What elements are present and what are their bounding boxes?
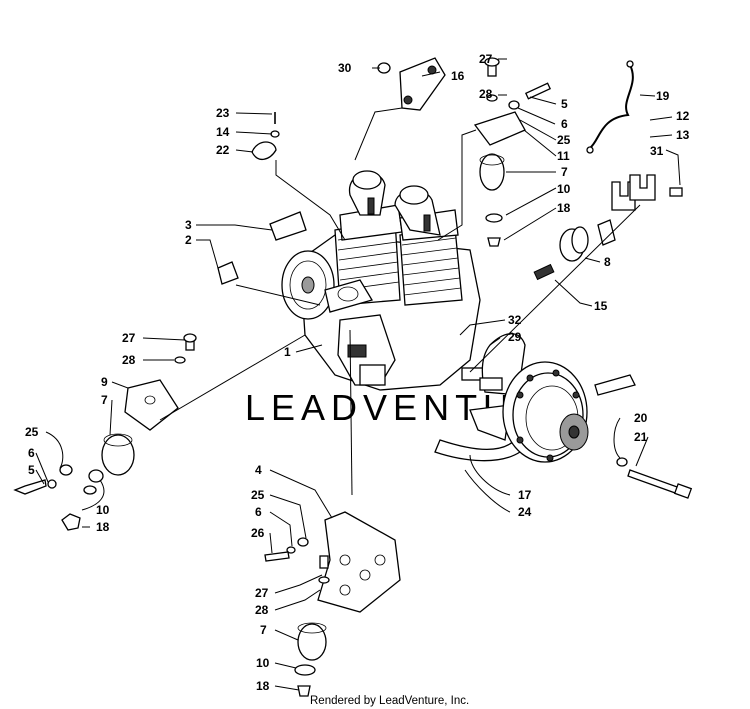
callout-22: 22 xyxy=(216,143,230,157)
callout-25: 25 xyxy=(557,133,571,147)
callout-28: 28 xyxy=(479,87,493,101)
callout-25: 25 xyxy=(251,488,265,502)
callout-13: 13 xyxy=(676,128,690,142)
bottom-mount xyxy=(264,511,401,697)
callout-5: 5 xyxy=(561,97,568,111)
engine-assembly xyxy=(281,170,499,391)
callout-30: 30 xyxy=(338,61,352,75)
callout-17: 17 xyxy=(518,488,532,502)
top-right-mount xyxy=(473,57,552,247)
callout-27: 27 xyxy=(255,586,269,600)
callout-10: 10 xyxy=(256,656,270,670)
callout-7: 7 xyxy=(101,393,108,407)
callout-7: 7 xyxy=(260,623,267,637)
callout-6: 6 xyxy=(28,446,35,460)
callout-5: 5 xyxy=(28,463,35,477)
callout-6: 6 xyxy=(561,117,568,131)
callout-9: 9 xyxy=(101,375,108,389)
callout-2: 2 xyxy=(185,233,192,247)
callout-7: 7 xyxy=(561,165,568,179)
callout-19: 19 xyxy=(656,89,670,103)
footer-credit: Rendered by LeadVenture, Inc. xyxy=(310,695,469,707)
callout-27: 27 xyxy=(122,331,136,345)
callout-31: 31 xyxy=(650,144,664,158)
callout-18: 18 xyxy=(557,201,571,215)
leader-lines xyxy=(35,58,681,691)
callout-10: 10 xyxy=(96,503,110,517)
callout-10: 10 xyxy=(557,182,571,196)
callout-28: 28 xyxy=(122,353,136,367)
callout-23: 23 xyxy=(216,106,230,120)
left-top-parts xyxy=(217,112,307,285)
callout-25: 25 xyxy=(25,425,39,439)
callout-29: 29 xyxy=(508,330,522,344)
callout-32: 32 xyxy=(508,313,522,327)
callout-20: 20 xyxy=(634,411,648,425)
callout-1: 1 xyxy=(284,345,291,359)
callout-labels: 30 16 27 28 5 6 25 11 19 12 13 31 7 10 1… xyxy=(25,52,690,693)
callout-26: 26 xyxy=(251,526,265,540)
callout-4: 4 xyxy=(255,463,262,477)
callout-28: 28 xyxy=(255,603,269,617)
callout-21: 21 xyxy=(634,430,648,444)
drive-clutch-assembly xyxy=(434,333,693,499)
part-16-plate xyxy=(377,57,446,111)
callout-18: 18 xyxy=(96,520,110,534)
left-mount xyxy=(13,333,197,531)
callout-24: 24 xyxy=(518,505,532,519)
callout-12: 12 xyxy=(676,109,690,123)
callout-14: 14 xyxy=(216,125,230,139)
callout-15: 15 xyxy=(594,299,608,313)
right-top-parts xyxy=(533,60,683,281)
callout-3: 3 xyxy=(185,218,192,232)
callout-16: 16 xyxy=(451,69,465,83)
callout-6: 6 xyxy=(255,505,262,519)
callout-18: 18 xyxy=(256,679,270,693)
callout-27: 27 xyxy=(479,52,493,66)
callout-8: 8 xyxy=(604,255,611,269)
callout-11: 11 xyxy=(557,149,570,163)
